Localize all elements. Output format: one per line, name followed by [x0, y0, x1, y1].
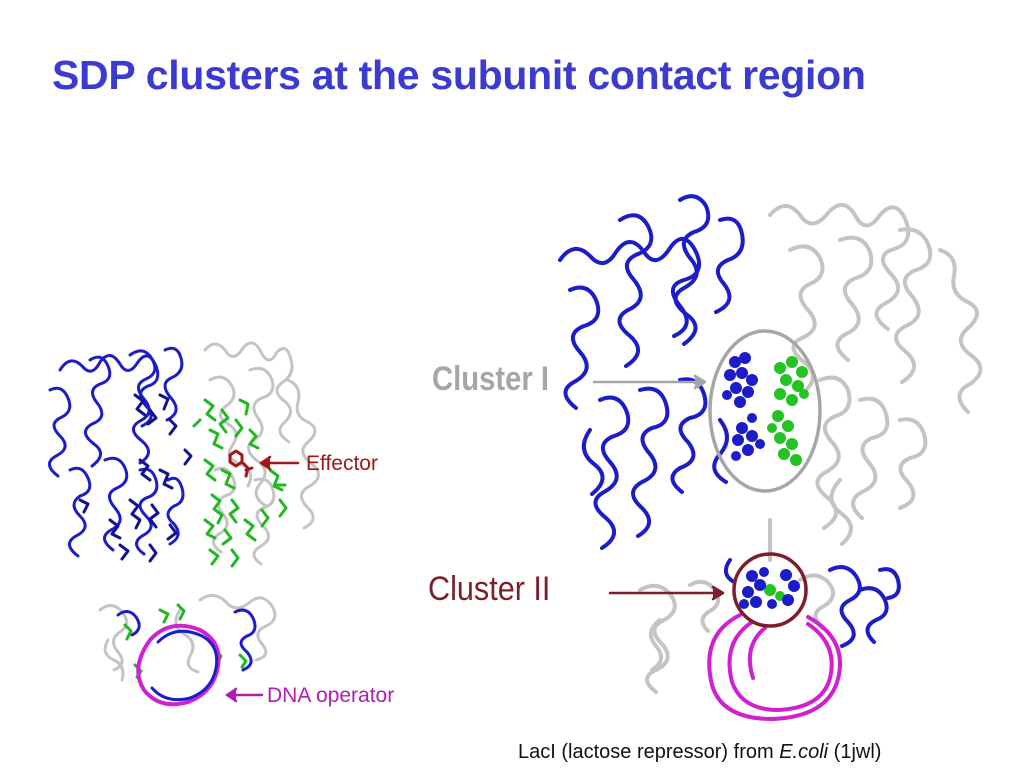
effector-label: Effector — [306, 452, 378, 475]
cluster-1-green-balls — [767, 356, 809, 466]
cluster-1-label: Cluster I — [432, 360, 550, 398]
cluster-2-label: Cluster II — [428, 570, 551, 608]
caption-species: E.coli — [779, 741, 829, 763]
right-structure — [558, 194, 983, 721]
left-structure — [48, 341, 320, 707]
figure-caption: LacI (lactose repressor) from E.coli (1j… — [518, 741, 881, 764]
dna-operator-label: DNA operator — [267, 684, 395, 707]
dna-operator-arrow — [225, 687, 264, 703]
cluster-2-arrow — [608, 585, 725, 601]
right-dna-operator — [707, 613, 842, 721]
cluster-1-ring — [708, 329, 822, 493]
cluster-1-residues — [708, 329, 822, 493]
caption-suffix: (1jwl) — [828, 741, 882, 763]
cluster-2-ring — [732, 552, 808, 628]
left-dna-operator — [136, 623, 221, 707]
cluster-1-arrow — [592, 374, 707, 390]
effector-arrow — [259, 455, 300, 471]
caption-prefix: LacI (lactose repressor) from — [518, 741, 780, 763]
cluster-1-blue-balls — [722, 352, 765, 461]
left-effector-molecule — [228, 449, 254, 478]
left-blue-subunit — [48, 346, 257, 672]
slide-title: SDP clusters at the subunit contact regi… — [52, 52, 866, 98]
cluster-2-residues — [732, 552, 808, 628]
cluster-2-balls — [739, 567, 800, 609]
right-blue-subunit — [558, 194, 901, 648]
left-blue-sdp-residues — [78, 393, 193, 563]
